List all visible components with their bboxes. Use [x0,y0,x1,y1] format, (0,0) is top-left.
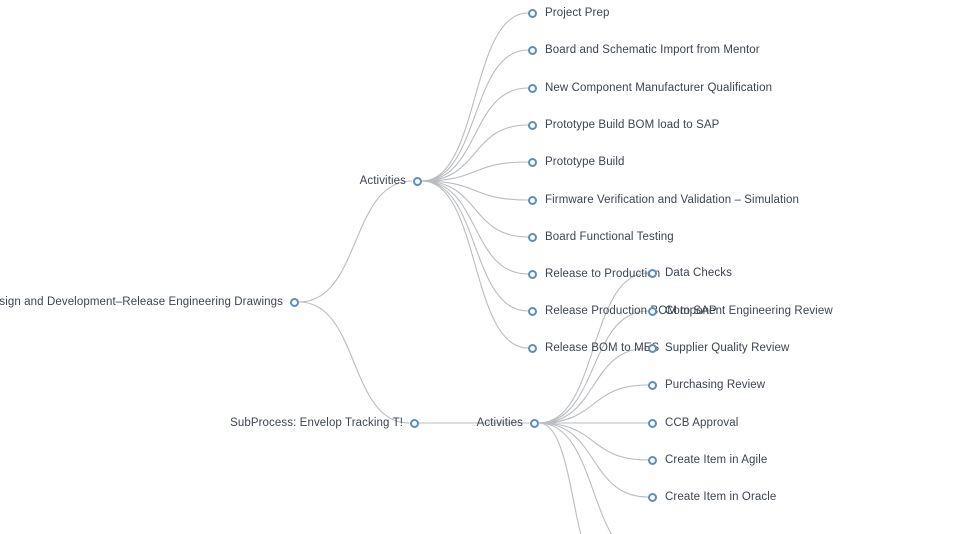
node-marker-icon[interactable] [648,492,657,502]
node-marker-icon[interactable] [648,268,657,278]
node-marker-icon[interactable] [528,343,537,353]
node-label: Create Item in Oracle [665,491,777,503]
edge-branch-activities-bottom-to-n-create-item-oracle [538,422,649,498]
node-label: Activities [476,417,523,429]
node-label: – Product Design and Development–Release… [0,296,283,308]
node-label: Activities [359,175,406,187]
node-marker-icon[interactable] [530,418,539,428]
node-n-firmware-verification[interactable]: Firmware Verification and Validation – S… [528,191,799,209]
node-marker-icon[interactable] [528,269,537,279]
node-label: Firmware Verification and Validation – S… [545,194,799,206]
node-label: Data Checks [665,267,732,279]
node-n-release-production-bom-sap[interactable]: Release Production BOM to SAP [528,302,717,320]
node-label: Prototype Build [545,156,625,168]
node-n-data-checks[interactable]: Data Checks [648,264,732,282]
edge-clipped-1 [538,422,613,534]
edge-clipped-2 [538,422,582,534]
node-marker-icon[interactable] [413,176,422,186]
node-n-component-engineering-review[interactable]: Component Engineering Review [648,302,833,320]
node-n-ccb-approval[interactable]: CCB Approval [648,414,738,432]
node-label: Release to Production [545,268,661,280]
node-marker-icon[interactable] [528,83,537,93]
node-label: Component Engineering Review [665,305,833,317]
node-branch-activities-bottom[interactable]: Activities [477,414,539,432]
node-n-board-schematic-import[interactable]: Board and Schematic Import from Mentor [528,41,760,59]
node-n-release-bom-mes[interactable]: Release BOM to MES [528,339,659,357]
node-n-release-to-production[interactable]: Release to Production [528,265,660,283]
edge-branch-activities-top-to-n-board-functional-testing [421,180,529,238]
node-branch-activities-top[interactable]: Activities [360,172,422,190]
node-marker-icon[interactable] [528,195,537,205]
edge-branch-activities-top-to-n-release-bom-mes [421,180,529,349]
node-marker-icon[interactable] [290,297,299,307]
node-marker-icon[interactable] [410,418,419,428]
edge-branch-activities-top-to-n-release-to-production [421,180,529,275]
node-marker-icon[interactable] [528,45,537,55]
node-marker-icon[interactable] [648,455,657,465]
node-label: Purchasing Review [665,379,766,391]
edge-root-to-branch-subprocess [298,301,410,424]
node-label: Create Item in Agile [665,454,768,466]
node-label: New Component Manufacturer Qualification [545,82,773,94]
node-marker-icon[interactable] [648,306,657,316]
node-n-prototype-bom-sap[interactable]: Prototype Build BOM load to SAP [528,116,719,134]
node-marker-icon[interactable] [528,8,537,18]
edge-branch-activities-top-to-n-prototype-bom-sap [421,124,529,182]
edge-branch-activities-top-to-n-project-prep [421,12,529,182]
node-label: Project Prep [545,7,610,19]
node-marker-icon[interactable] [648,418,657,428]
edge-branch-activities-bottom-to-n-supplier-quality-review [538,347,649,424]
edge-branch-activities-top-to-n-release-production-bom-sap [421,180,529,312]
node-marker-icon[interactable] [528,120,537,130]
node-n-board-functional-testing[interactable]: Board Functional Testing [528,228,674,246]
node-marker-icon[interactable] [648,380,657,390]
node-n-supplier-quality-review[interactable]: Supplier Quality Review [648,339,789,357]
edge-branch-activities-bottom-to-n-purchasing-review [538,384,649,424]
node-marker-icon[interactable] [528,157,537,167]
node-marker-icon[interactable] [528,232,537,242]
node-marker-icon[interactable] [528,306,537,316]
node-n-purchasing-review[interactable]: Purchasing Review [648,376,765,394]
node-n-prototype-build[interactable]: Prototype Build [528,153,625,171]
node-n-new-component-qualification[interactable]: New Component Manufacturer Qualification [528,79,772,97]
node-label: Board Functional Testing [545,231,674,243]
edge-branch-activities-top-to-n-new-component-qualification [421,87,529,182]
node-n-project-prep[interactable]: Project Prep [528,4,609,22]
node-label: Prototype Build BOM load to SAP [545,119,720,131]
edge-branch-activities-top-to-n-firmware-verification [421,180,529,201]
node-label: Board and Schematic Import from Mentor [545,44,760,56]
node-branch-subprocess[interactable]: SubProcess: Envelop Tracking T! [230,414,419,432]
node-label: SubProcess: Envelop Tracking T! [230,417,403,429]
node-n-create-item-oracle[interactable]: Create Item in Oracle [648,488,776,506]
edge-branch-activities-top-to-n-board-schematic-import [421,49,529,182]
node-marker-icon[interactable] [648,343,657,353]
node-n-create-item-agile[interactable]: Create Item in Agile [648,451,767,469]
edge-branch-activities-bottom-to-n-create-item-agile [538,422,649,461]
node-label: CCB Approval [665,417,739,429]
node-label: Supplier Quality Review [665,342,790,354]
node-label: Release BOM to MES [545,342,660,354]
edge-branch-activities-bottom-to-n-component-engineering-review [538,310,649,424]
edge-root-to-branch-activities-top [298,180,413,303]
node-root[interactable]: – Product Design and Development–Release… [0,293,299,311]
node-label: Release Production BOM to SAP [545,305,717,317]
edge-branch-activities-top-to-n-prototype-build [421,161,529,182]
